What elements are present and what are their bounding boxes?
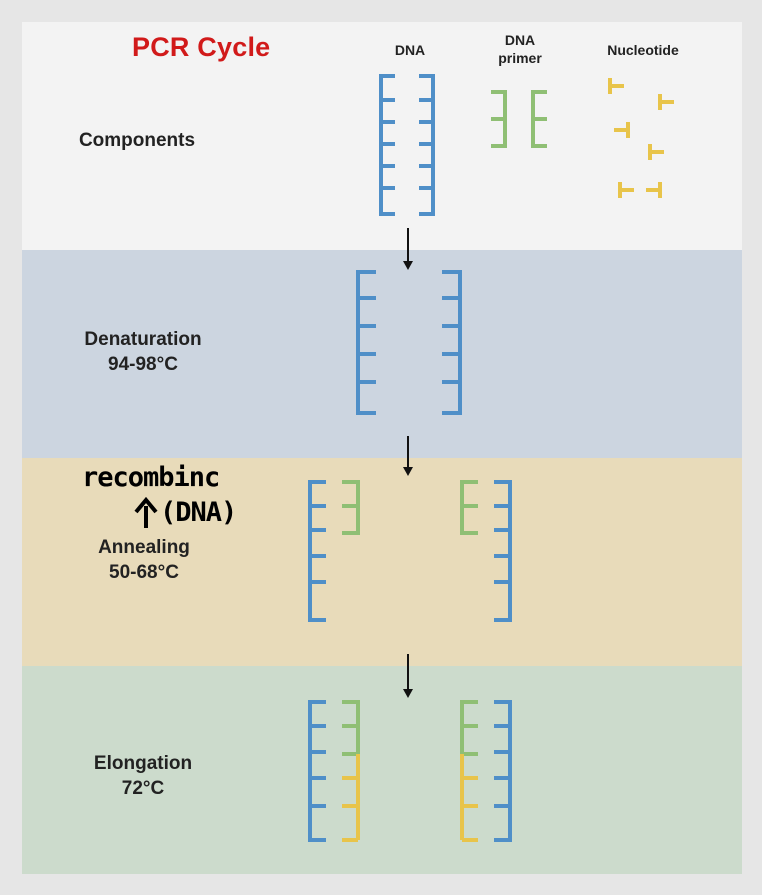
- arrow-to-elongation-head: [403, 689, 413, 698]
- anneal-template-right: [494, 480, 512, 622]
- elong-primer-right: [460, 700, 478, 756]
- elong-new-strand-right: [460, 754, 478, 840]
- nucleotide-5: [618, 182, 634, 198]
- elong-primer-left: [342, 700, 360, 756]
- elong-template-right: [494, 700, 512, 842]
- arrow-layer: [134, 228, 413, 698]
- diagram-title: PCR Cycle: [132, 32, 271, 62]
- anneal-template-left: [308, 480, 326, 622]
- dna-strand-right: [419, 74, 435, 216]
- denaturation-temp: 94-98°C: [108, 354, 178, 375]
- annealing-temp: 50-68°C: [109, 562, 179, 583]
- components-label: Components: [78, 130, 196, 151]
- elongation-temp: 72°C: [121, 778, 165, 799]
- dna-legend-label: DNA: [394, 42, 426, 58]
- denaturation-label: Denaturation 94-98°C: [43, 327, 243, 377]
- dna-strand-left: [379, 74, 395, 216]
- primer-left: [491, 90, 507, 148]
- annealing-label: Annealing 50-68°C: [44, 535, 244, 585]
- denaturation-name: Denaturation: [84, 329, 202, 350]
- nucleotide-4: [648, 144, 664, 160]
- elongation-label: Elongation 72°C: [43, 751, 243, 801]
- nucleotide-2: [658, 94, 674, 110]
- handwritten-note-line1: recombinc: [82, 462, 220, 493]
- elongation-name: Elongation: [93, 753, 193, 774]
- handwritten-note-line2: (DNA): [160, 497, 237, 528]
- primer-right: [531, 90, 547, 148]
- arrow-to-denaturation-head: [403, 261, 413, 270]
- denatured-strand-right: [442, 270, 462, 415]
- nucleotide-3: [614, 122, 630, 138]
- denaturation-band: [22, 250, 742, 458]
- primer-legend-line2: primer: [498, 50, 542, 66]
- nucleotide-6: [646, 182, 662, 198]
- anneal-primer-right: [460, 480, 478, 535]
- annealing-name: Annealing: [98, 537, 190, 558]
- elongation-band: [22, 666, 742, 874]
- arrow-to-annealing-head: [403, 467, 413, 476]
- nucleotide-legend-label: Nucleotide: [607, 42, 679, 58]
- handwritten-up-arrow-head: [134, 496, 158, 514]
- annealing-band: [22, 458, 742, 666]
- elong-template-left: [308, 700, 326, 842]
- primer-legend-line1: DNA: [504, 32, 536, 48]
- anneal-primer-left: [342, 480, 360, 535]
- primer-legend-label: DNA primer: [488, 31, 552, 67]
- elong-new-strand-left: [342, 754, 360, 840]
- strand-layer: [308, 74, 674, 842]
- nucleotide-1: [608, 78, 624, 94]
- denatured-strand-left: [356, 270, 376, 415]
